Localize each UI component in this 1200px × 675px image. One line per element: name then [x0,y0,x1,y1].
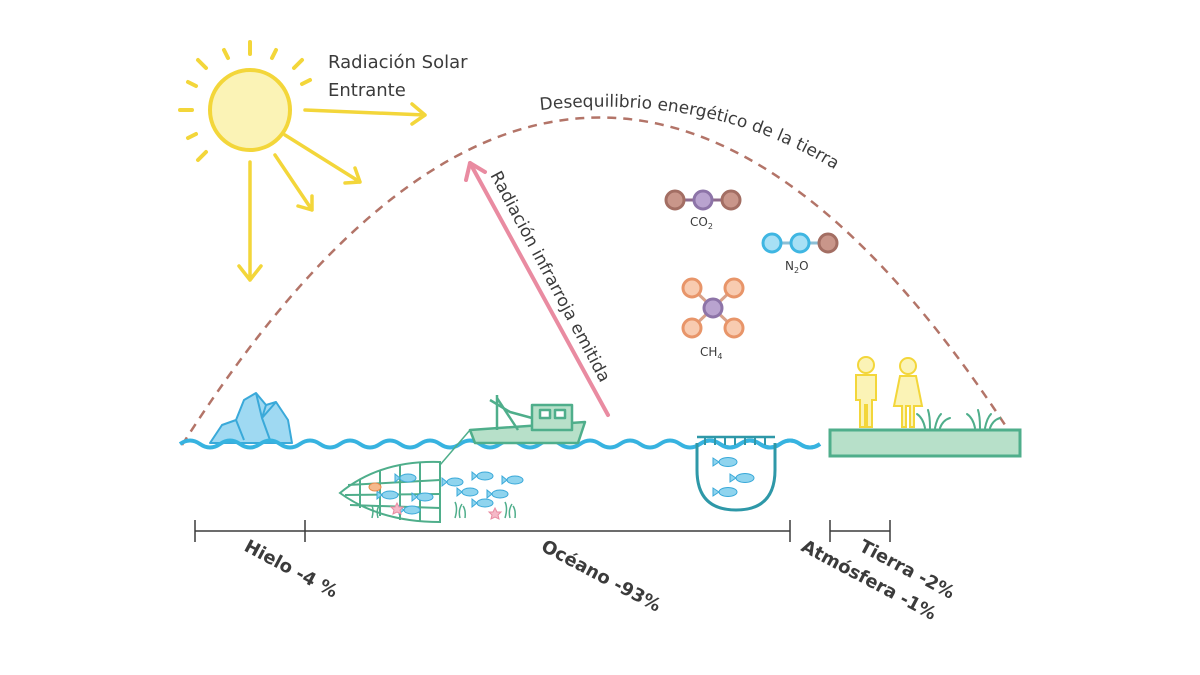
ch4-label: CH4 [700,345,723,361]
starfish-icon [389,501,503,520]
fish-icon [394,472,417,484]
n2o-pre: N [785,259,794,273]
fish-icon [411,491,434,503]
energy-imbalance-arc [180,116,1020,446]
fish-icon [376,489,399,501]
ch4-molecule-icon [681,277,745,339]
n2o-label: N2O [785,259,809,275]
sun-icon [178,40,312,162]
seaweed-icon [371,501,516,519]
ch4-sub: 4 [717,352,722,361]
n2o-sub: 2 [794,266,799,275]
co2-molecule-icon [664,189,742,211]
person-icon [892,357,924,428]
ch4-main: CH [700,345,717,359]
aquarium-net-icon [695,435,777,512]
solar-label-line1: Radiación Solar [328,52,468,73]
n2o-post: O [799,259,808,273]
fish-icon [456,486,479,498]
infrared-label: Radiación infrarroja emitida [486,168,614,386]
fish-icon [501,474,524,486]
n2o-molecule-icon [761,232,839,254]
co2-main: CO [690,215,708,229]
infrared-arrow [464,161,610,417]
fish-icon [486,488,509,500]
grass-icon [916,409,1001,429]
aquarium-fish [712,457,755,497]
land-block [828,428,1022,458]
ice-share-label: Hielo -4 % [241,536,341,603]
ocean-share-label: Océano -93% [538,536,665,617]
co2-sub: 2 [708,222,713,231]
scale-bar [194,520,891,542]
fish-icon [471,497,494,509]
iceberg-icon [209,392,293,444]
orange-fish-icon [368,482,382,492]
solar-arrows [237,102,427,282]
solar-label-line2: Entrante [328,80,406,101]
person-icon [855,356,877,428]
fish-icon [712,487,738,497]
co2-label: CO2 [690,215,713,231]
ocean-surface-right [698,438,822,450]
fish-icon [729,473,755,483]
fish-icon [712,457,738,467]
fish-icon [441,476,464,488]
fish-icon [471,470,494,482]
fishing-boat-icon [439,395,587,466]
